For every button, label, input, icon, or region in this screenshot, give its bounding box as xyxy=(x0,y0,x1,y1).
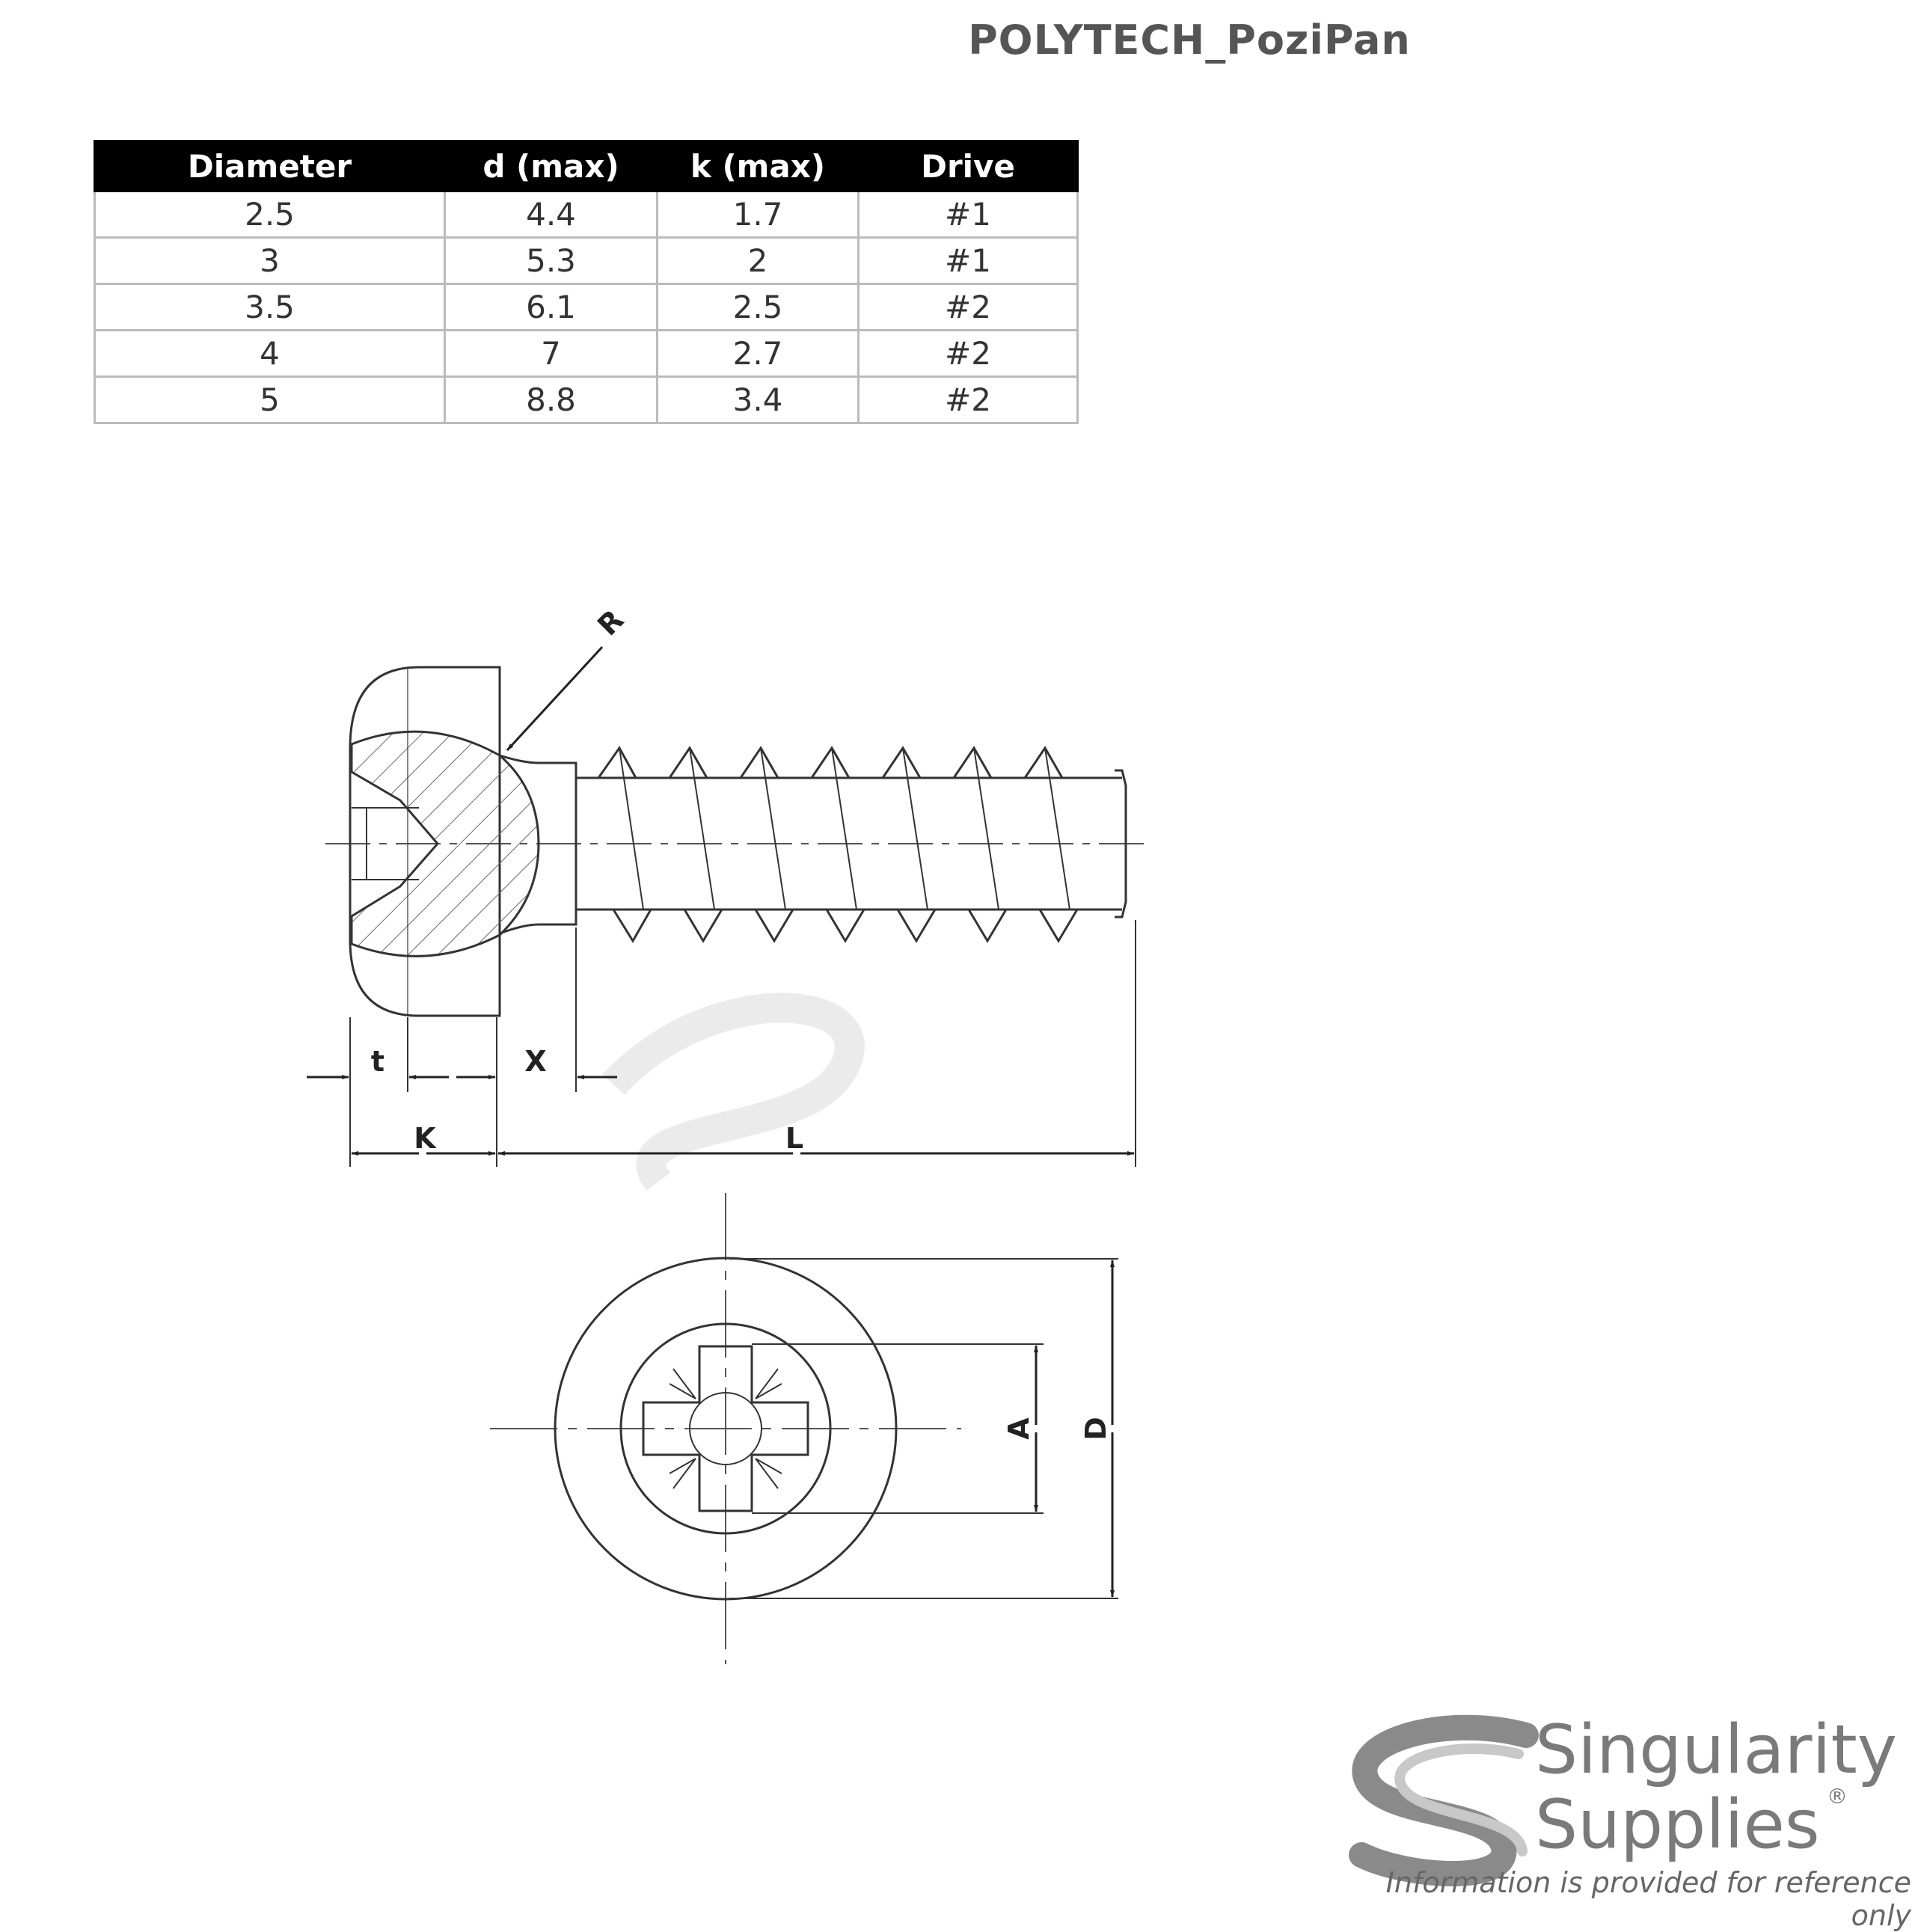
column-header-d-max: d (max) xyxy=(444,140,658,192)
table-cell: 3 xyxy=(94,236,446,285)
table-row: 3 5.3 2 #1 xyxy=(94,236,1079,285)
table-cell: #1 xyxy=(857,236,1079,285)
page-title: POLYTECH_PoziPan xyxy=(968,16,1411,64)
table-cell: 7 xyxy=(444,329,658,378)
brand-line-2: Supplies xyxy=(1535,1785,1820,1864)
table-cell: 2 xyxy=(656,236,860,285)
t-label: t xyxy=(371,1045,384,1078)
column-header-diameter: Diameter xyxy=(94,140,446,192)
table-cell: 4.4 xyxy=(444,190,658,239)
table-row: 2.5 4.4 1.7 #1 xyxy=(94,190,1079,239)
brand-line-1: Singularity xyxy=(1535,1711,1898,1789)
table-row: 3.5 6.1 2.5 #2 xyxy=(94,283,1079,331)
table-row: 4 7 2.7 #2 xyxy=(94,329,1079,378)
table-cell: 5 xyxy=(94,375,446,424)
table-cell: 3.4 xyxy=(656,375,860,424)
table-cell: 2.5 xyxy=(94,190,446,239)
top-view xyxy=(490,1193,1118,1664)
table-header-row: Diameter d (max) k (max) Drive xyxy=(94,140,1079,192)
column-header-drive: Drive xyxy=(857,140,1079,192)
table-cell: #2 xyxy=(857,283,1079,331)
table-row: 5 8.8 3.4 #2 xyxy=(94,375,1079,424)
s-swoosh-logo-icon xyxy=(1349,1714,1539,1886)
table-cell: 4 xyxy=(94,329,446,378)
radius-label: R xyxy=(591,604,630,643)
table-cell: 2.5 xyxy=(656,283,860,331)
table-cell: #2 xyxy=(857,375,1079,424)
disclaimer-text: Information is provided for reference on… xyxy=(1385,1866,1911,1932)
brand-name: Singularity Supplies xyxy=(1535,1713,1897,1862)
table-cell: #1 xyxy=(857,190,1079,239)
table-cell: 5.3 xyxy=(444,236,658,285)
l-label: L xyxy=(785,1122,803,1155)
table-cell: 8.8 xyxy=(444,375,658,424)
table-cell: 6.1 xyxy=(444,283,658,331)
registered-mark: ® xyxy=(1827,1784,1848,1809)
x-label: X xyxy=(524,1045,546,1078)
table-cell: #2 xyxy=(857,329,1079,378)
d-label: D xyxy=(1079,1417,1112,1441)
side-view xyxy=(325,666,1152,1167)
spec-table: Diameter d (max) k (max) Drive 2.5 4.4 1… xyxy=(94,140,1079,424)
watermark xyxy=(602,993,865,1191)
table-cell: 2.7 xyxy=(656,329,860,378)
table-cell: 1.7 xyxy=(656,190,860,239)
a-label: A xyxy=(1002,1417,1035,1440)
k-label: K xyxy=(414,1122,437,1155)
radius-leader xyxy=(506,645,604,752)
column-header-k-max: k (max) xyxy=(656,140,860,192)
table-cell: 3.5 xyxy=(94,283,446,331)
